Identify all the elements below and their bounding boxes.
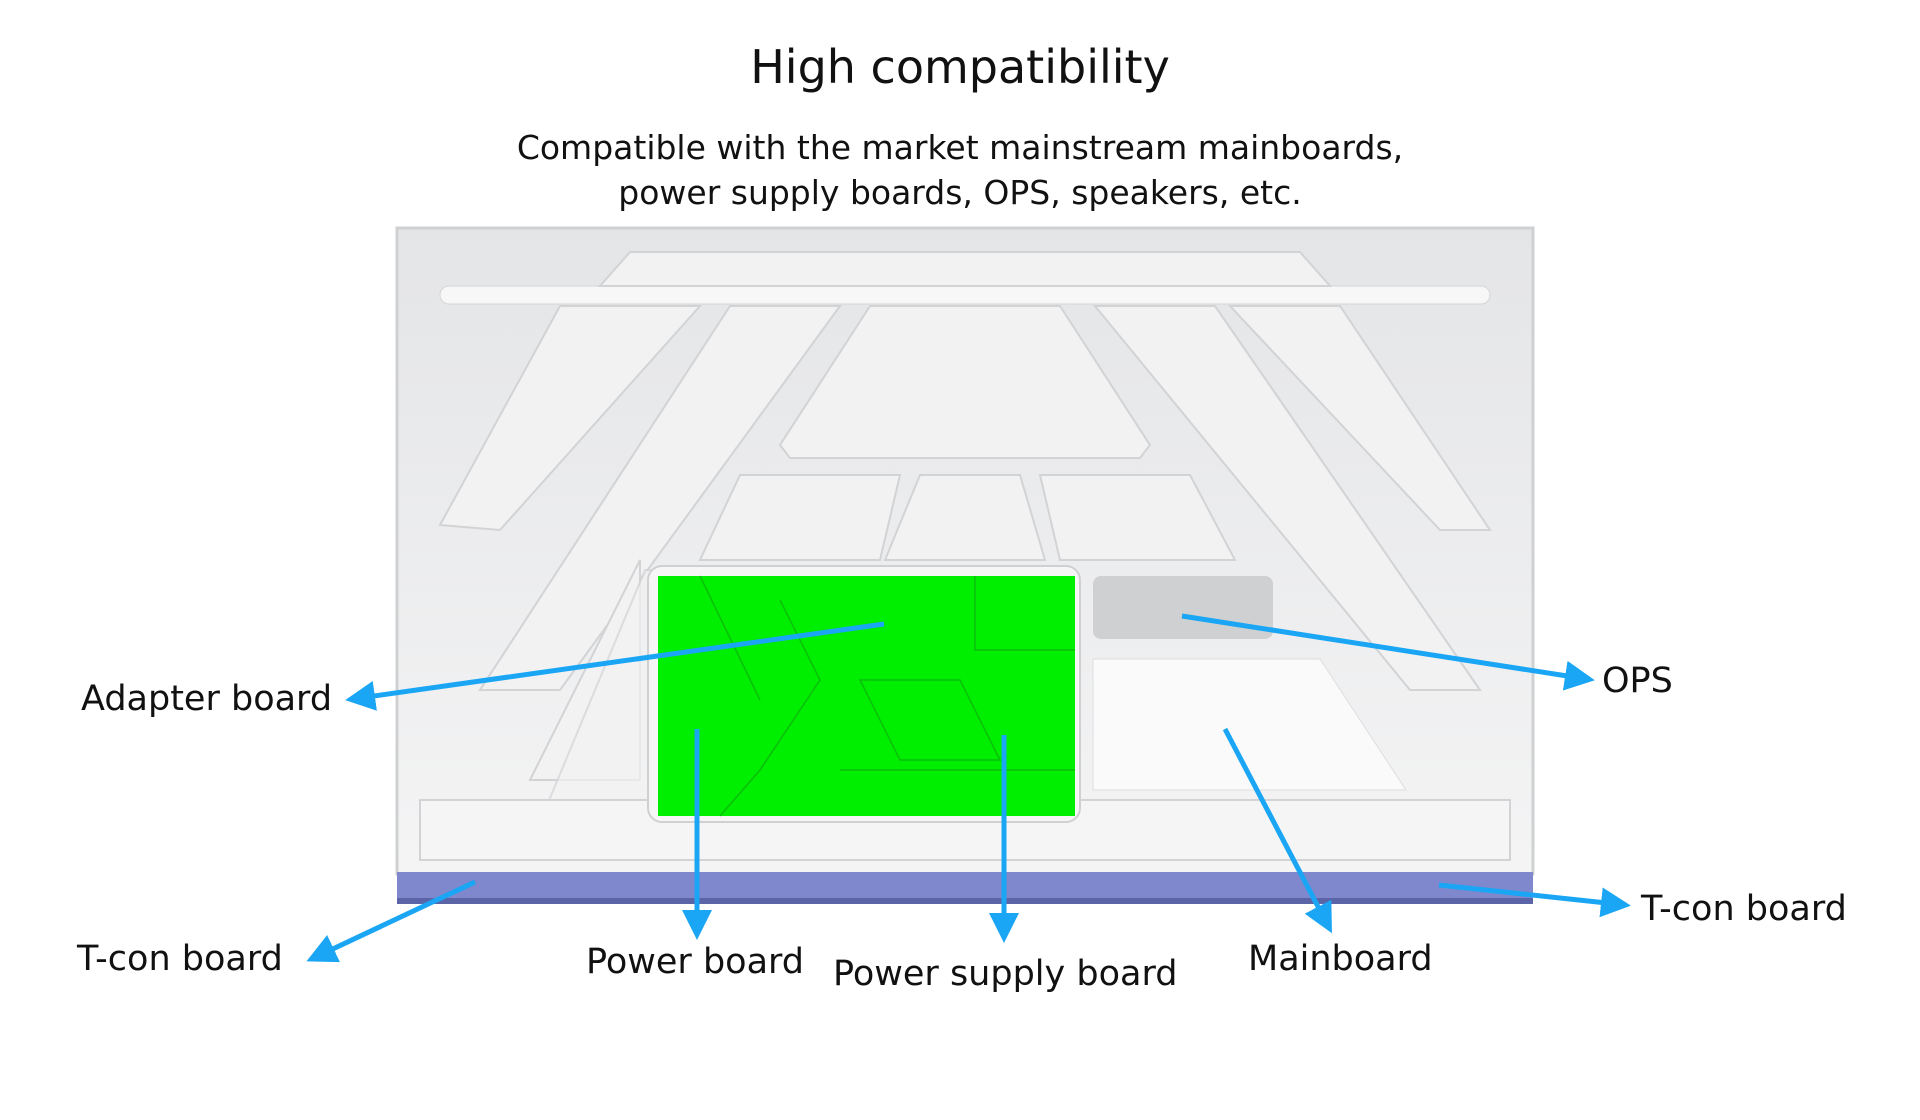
ops-area: [1093, 576, 1273, 639]
arrow-ops: [1181, 613, 1595, 691]
arrow-adapter-board: [345, 621, 885, 711]
mainboard-area: [1092, 658, 1407, 791]
label-power-supply-board: Power supply board: [833, 954, 1178, 994]
label-adapter-board: Adapter board: [81, 679, 333, 719]
subtitle-line-1: Compatible with the market mainstream ma…: [516, 128, 1404, 167]
subtitle-line-2: power supply boards, OPS, speakers, etc.: [618, 173, 1302, 212]
arrow-tcon-right: [1438, 882, 1631, 918]
label-power-board: Power board: [586, 942, 805, 982]
page-title: High compatibility: [750, 40, 1170, 94]
label-tcon-left: T-con board: [77, 939, 283, 979]
label-mainboard: Mainboard: [1248, 939, 1433, 979]
label-ops: OPS: [1602, 661, 1673, 701]
adapter-board-area: [658, 576, 1075, 816]
arrow-tcon-left: [306, 879, 477, 963]
label-tcon-right: T-con board: [1641, 889, 1847, 929]
arrow-mainboard: [1222, 727, 1332, 934]
